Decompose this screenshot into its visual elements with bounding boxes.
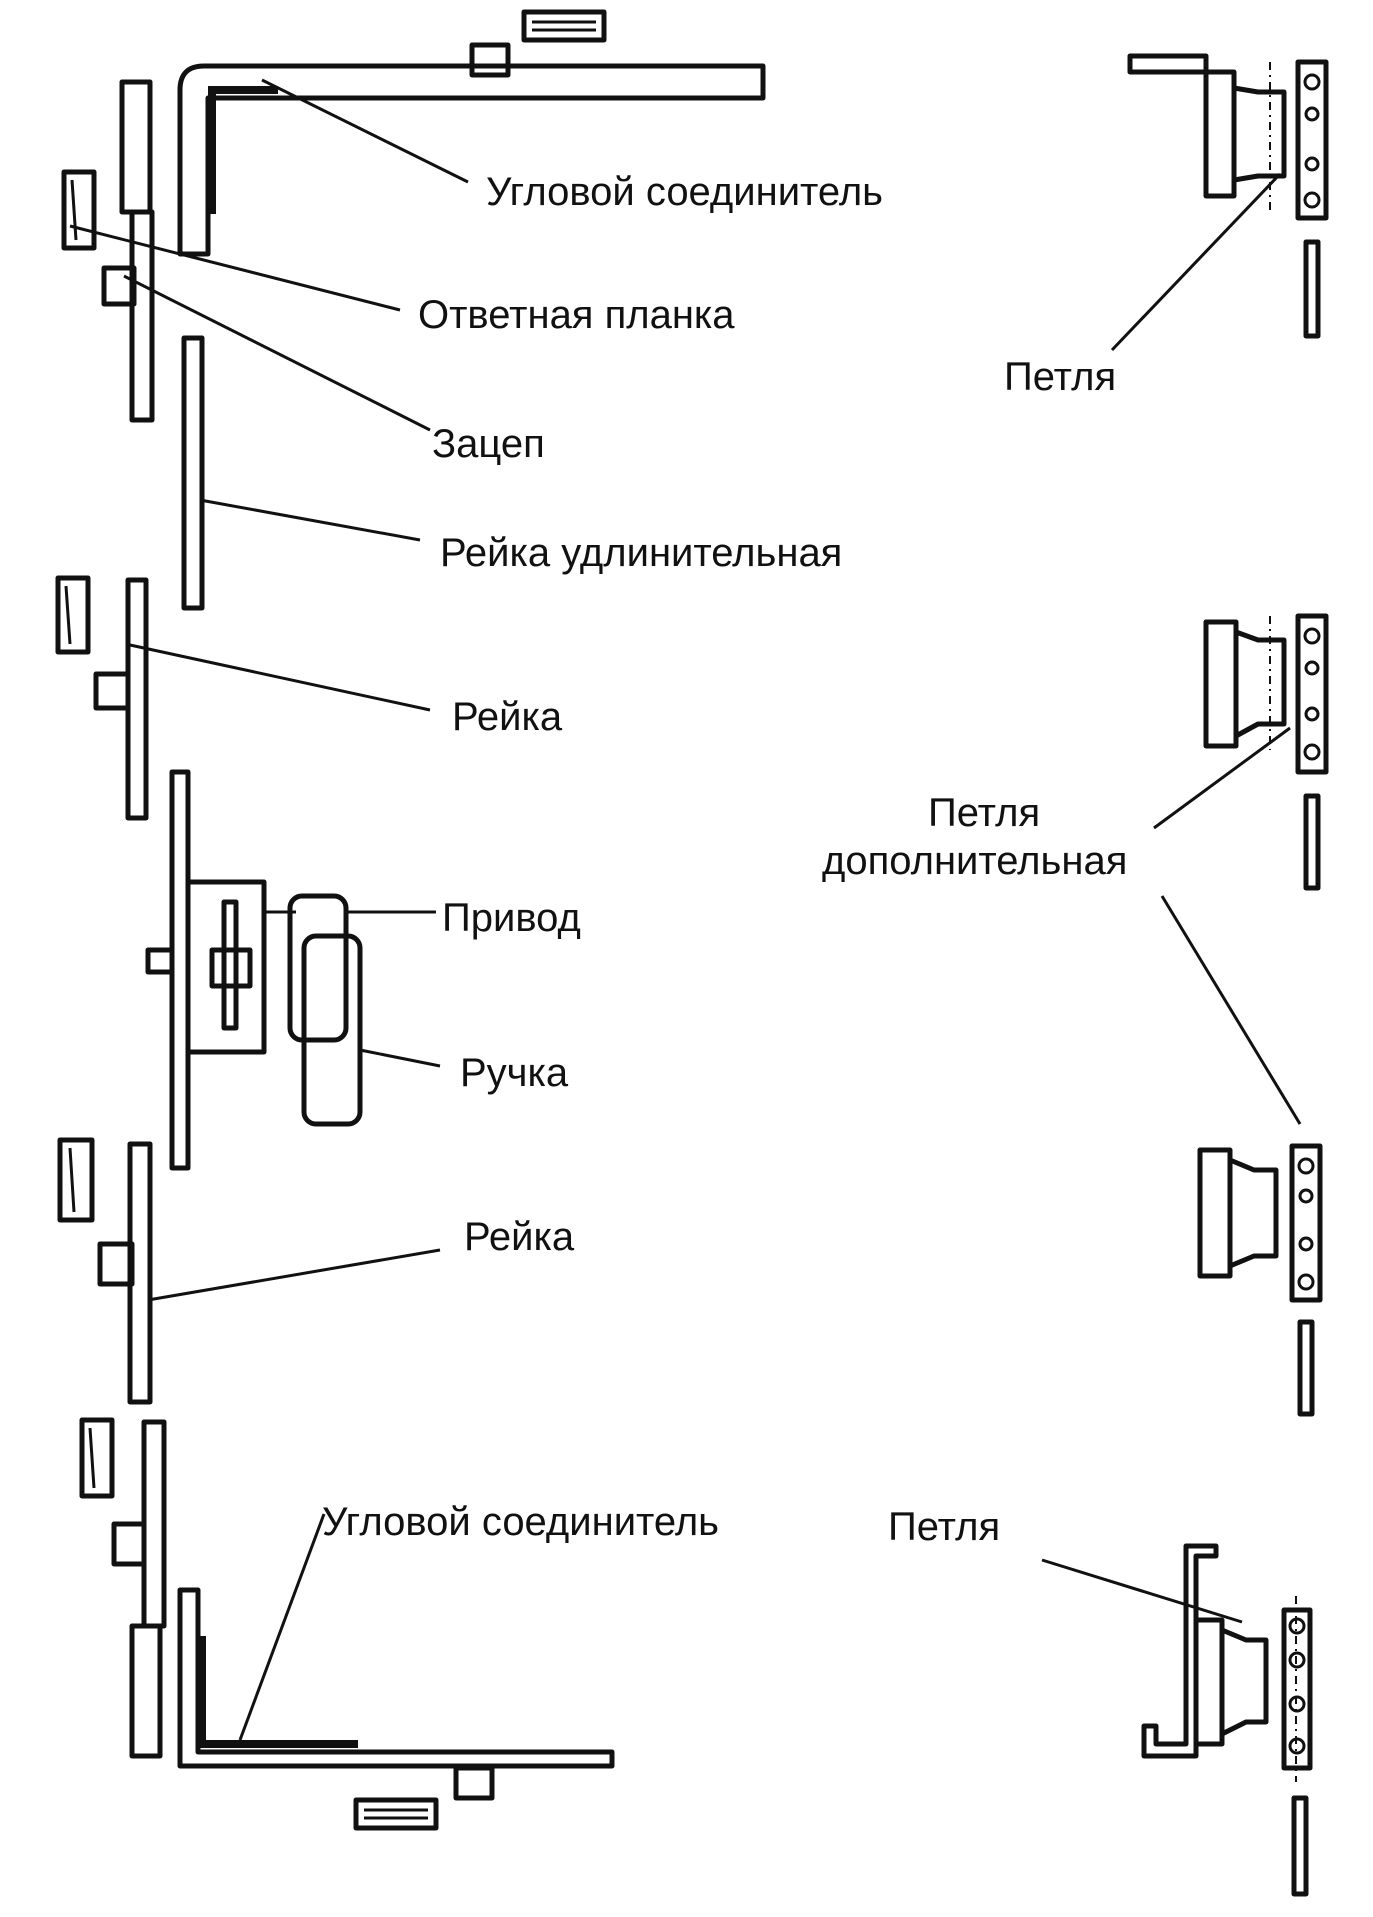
bottom-corner-assembly	[177, 1587, 615, 1831]
label-extension-rail: Рейка удлинительная	[440, 531, 842, 575]
drive-assembly	[145, 769, 296, 1171]
top-hinge	[1127, 53, 1329, 339]
top-left-rail	[61, 79, 155, 423]
label-drive: Привод	[442, 896, 581, 940]
extra-hinge-2	[1197, 1143, 1323, 1417]
leader-lines	[69, 78, 1302, 1741]
label-hinge-extra-line1: Петля	[928, 791, 1040, 835]
label-corner-connector-top: Угловой соединитель	[486, 170, 883, 214]
label-strike-plate: Ответная планка	[418, 293, 735, 337]
lower-rail	[57, 1137, 153, 1405]
handle-assembly	[287, 893, 363, 1127]
bottom-hinge	[1141, 1543, 1313, 1897]
label-handle: Ручка	[460, 1051, 569, 1095]
label-hinge-extra-line2: дополнительная	[822, 839, 1127, 883]
label-corner-connector-bottom: Угловой соединитель	[322, 1500, 719, 1544]
extension-rail	[181, 335, 205, 611]
labels: Угловой соединитель Ответная планка Заце…	[322, 170, 1127, 1549]
extra-hinge-1	[1203, 613, 1329, 891]
label-rail-lower: Рейка	[464, 1215, 575, 1259]
top-corner-assembly	[177, 9, 766, 257]
upper-rail	[55, 575, 149, 821]
bottom-left-rail	[79, 1417, 167, 1759]
label-hinge-bottom: Петля	[888, 1505, 1000, 1549]
label-hook: Зацеп	[432, 422, 545, 466]
label-rail-upper: Рейка	[452, 695, 563, 739]
label-hinge-top: Петля	[1004, 355, 1116, 399]
